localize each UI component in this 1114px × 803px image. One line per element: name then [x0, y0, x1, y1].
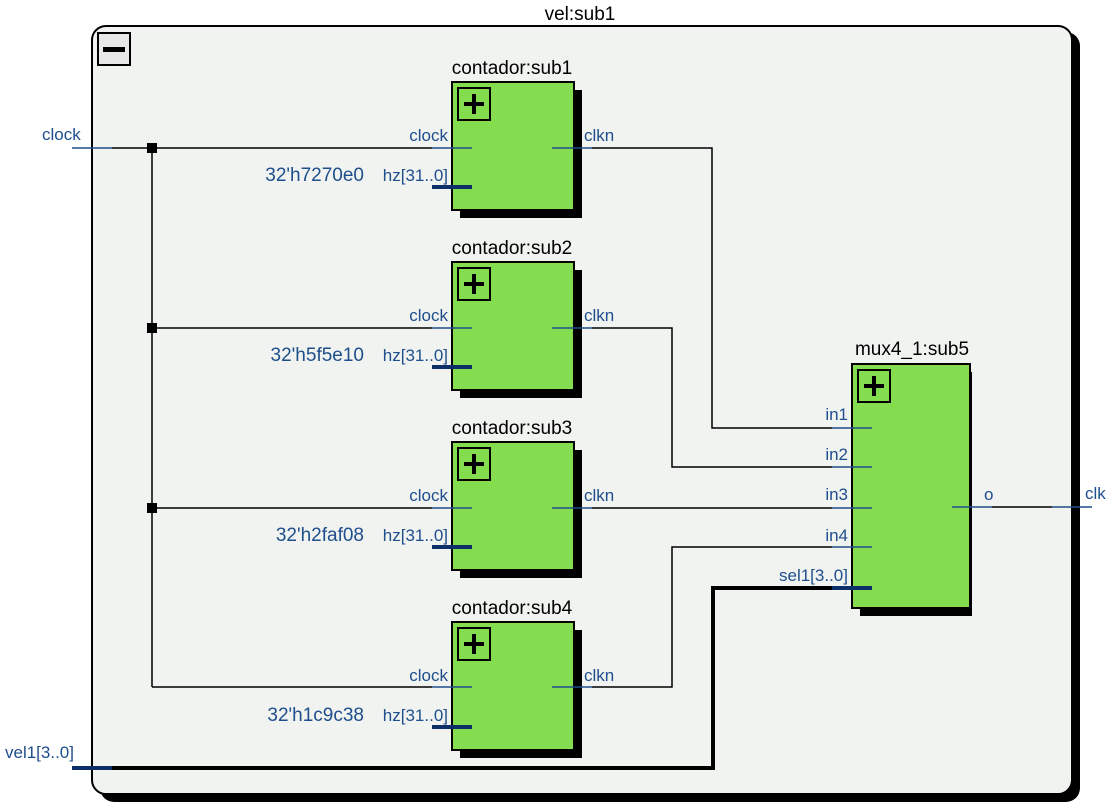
port-clkn: clkn [584, 306, 614, 325]
port-sel: sel1[3..0] [779, 566, 848, 585]
junction-dot [147, 323, 157, 333]
counter-block-sub3[interactable] [451, 441, 582, 578]
hz-constant: 32'h1c9c38 [267, 705, 364, 726]
counter-title: contador:sub2 [452, 238, 572, 259]
input-clock-label: clock [42, 125, 81, 144]
mux-block[interactable] [851, 363, 972, 616]
port-in4: in4 [825, 526, 848, 545]
port-clock: clock [409, 306, 448, 325]
port-clock: clock [409, 126, 448, 145]
wire-clkn4-in4 [592, 546, 832, 688]
hz-constant: 32'h2faf08 [276, 525, 364, 546]
minus-icon[interactable] [97, 32, 131, 66]
top-module-title: vel:sub1 [545, 4, 616, 25]
port-hz: hz[31..0] [383, 706, 448, 725]
wire-clkn2-in2 [592, 327, 832, 468]
wires [112, 143, 1052, 770]
plus-icon[interactable] [457, 267, 491, 301]
wire-clkn1-in1 [592, 147, 832, 429]
port-clock: clock [409, 486, 448, 505]
output-clk-label: clk [1085, 484, 1106, 503]
input-vel-label: vel1[3..0] [5, 743, 74, 762]
counter-block-sub4[interactable] [451, 621, 582, 758]
port-in2: in2 [825, 445, 848, 464]
hz-constant: 32'h7270e0 [265, 165, 364, 186]
counter-title: contador:sub4 [452, 598, 573, 619]
port-clkn: clkn [584, 126, 614, 145]
counter-block-sub2[interactable] [451, 261, 582, 398]
hz-constant: 32'h5f5e10 [271, 345, 364, 366]
counter-title: contador:sub1 [452, 58, 572, 79]
port-clkn: clkn [584, 666, 614, 685]
wire-vel-sel [112, 586, 832, 770]
port-o: o [984, 485, 993, 504]
counter-title: contador:sub3 [452, 418, 572, 439]
port-hz: hz[31..0] [383, 166, 448, 185]
counter-block-sub1[interactable] [451, 81, 582, 218]
junction-dot [147, 503, 157, 513]
mux-title: mux4_1:sub5 [855, 339, 969, 360]
port-clock: clock [409, 666, 448, 685]
port-in1: in1 [825, 405, 848, 424]
plus-icon[interactable] [457, 447, 491, 481]
port-hz: hz[31..0] [383, 346, 448, 365]
port-hz: hz[31..0] [383, 526, 448, 545]
plus-icon[interactable] [457, 87, 491, 121]
top-module[interactable] [91, 25, 1080, 802]
plus-icon[interactable] [457, 627, 491, 661]
junction-dot [147, 143, 157, 153]
port-clkn: clkn [584, 486, 614, 505]
port-in3: in3 [825, 485, 848, 504]
plus-icon[interactable] [857, 369, 891, 403]
